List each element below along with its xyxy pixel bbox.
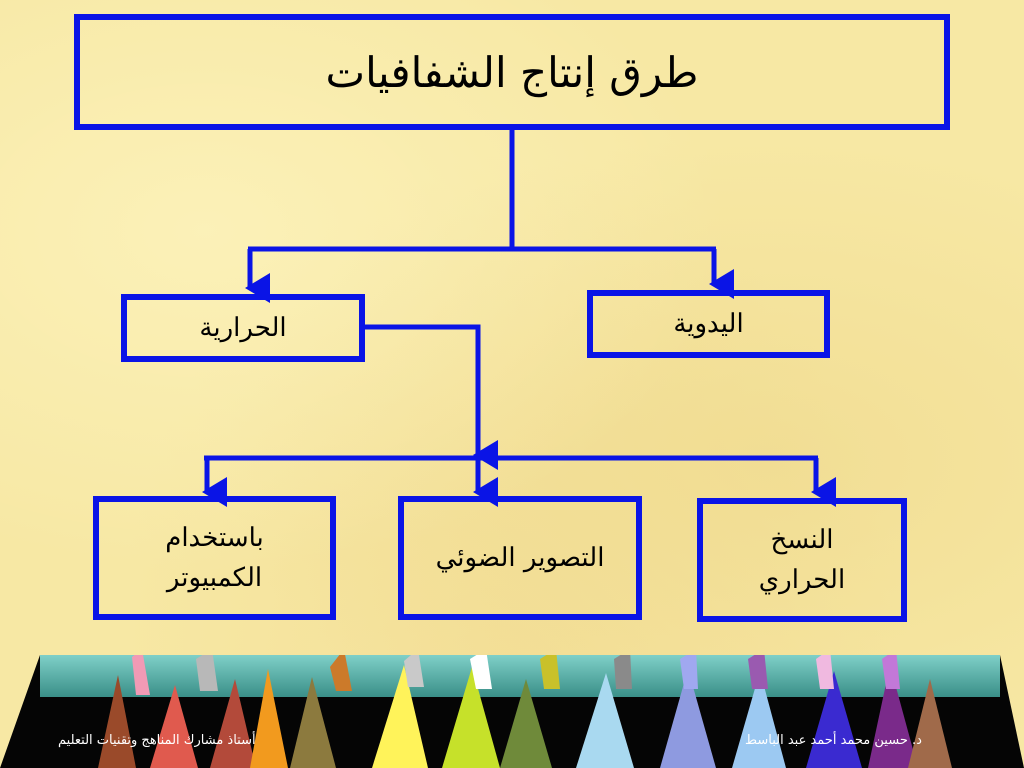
node-thermal-copy: النسخ الحراري xyxy=(697,498,907,622)
thermal-branch-line xyxy=(362,324,498,470)
footer-author: د. حسين محمد أحمد عبد الباسط xyxy=(745,733,922,748)
node-manual: اليدوية xyxy=(587,290,830,358)
crayon-footer-image xyxy=(0,655,1024,768)
node-computer: باستخدام الكمبيوتر xyxy=(93,496,336,620)
node-thermal: الحرارية xyxy=(121,294,365,362)
node-photo-copy: التصوير الضوئي xyxy=(398,496,642,620)
footer-role: أستاذ مشارك المناهج وتقنيات التعليم xyxy=(58,733,256,748)
diagram-title: طرق إنتاج الشفافيات xyxy=(74,14,950,130)
